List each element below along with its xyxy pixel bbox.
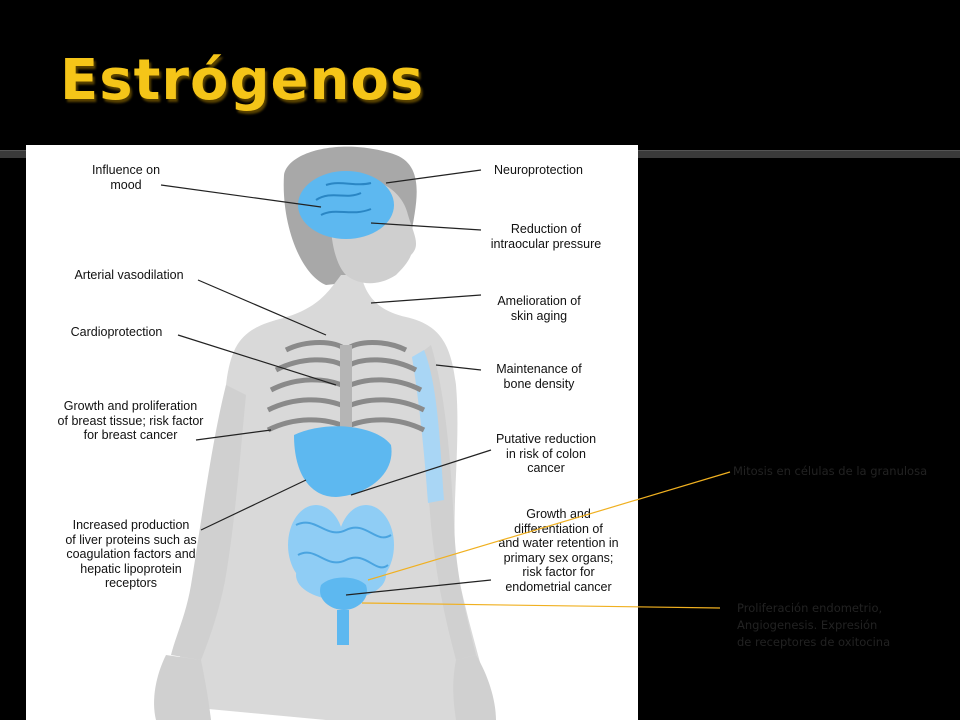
right-hand bbox=[453, 655, 496, 720]
note-granulosa: Mitosis en células de la granulosa bbox=[733, 464, 928, 478]
liver-organ bbox=[294, 426, 392, 497]
slide-title: Estrógenos bbox=[60, 48, 425, 113]
note-endometrio: Proliferación endometrio, Angiogenesis. … bbox=[737, 601, 891, 649]
label-colon: Putative reduction in risk of colon canc… bbox=[495, 432, 597, 475]
vagina-organ bbox=[337, 610, 349, 645]
callout-line-endometrio bbox=[361, 602, 721, 609]
leader-lines bbox=[160, 169, 492, 596]
title-bar bbox=[0, 0, 960, 150]
intestines bbox=[288, 505, 394, 600]
label-neuroprotection: Neuroprotection bbox=[494, 163, 583, 177]
estrogen-effects-diagram: Influence on mood Neuroprotection Reduct… bbox=[26, 145, 638, 720]
label-mood: Influence on mood bbox=[91, 163, 161, 192]
left-arm bbox=[171, 385, 246, 660]
label-liver: Increased production of liver proteins s… bbox=[65, 518, 197, 590]
label-skin: Amelioration of skin aging bbox=[497, 294, 581, 323]
callout-line-granulosa bbox=[367, 471, 731, 581]
label-vasodilation: Arterial vasodilation bbox=[74, 268, 184, 282]
label-breast: Growth and proliferation of breast tissu… bbox=[57, 399, 204, 442]
label-bone: Maintenance of bone density bbox=[496, 362, 582, 391]
uterus-organ bbox=[320, 577, 367, 610]
brain-organ bbox=[298, 171, 394, 239]
body-illustration bbox=[154, 146, 496, 720]
label-cardioprotection: Cardioprotection bbox=[70, 325, 163, 339]
left-hand bbox=[154, 655, 211, 720]
label-sex-organs: Growth and differentiation of and water … bbox=[498, 507, 619, 594]
label-intraocular: Reduction of intraocular pressure bbox=[490, 222, 602, 251]
